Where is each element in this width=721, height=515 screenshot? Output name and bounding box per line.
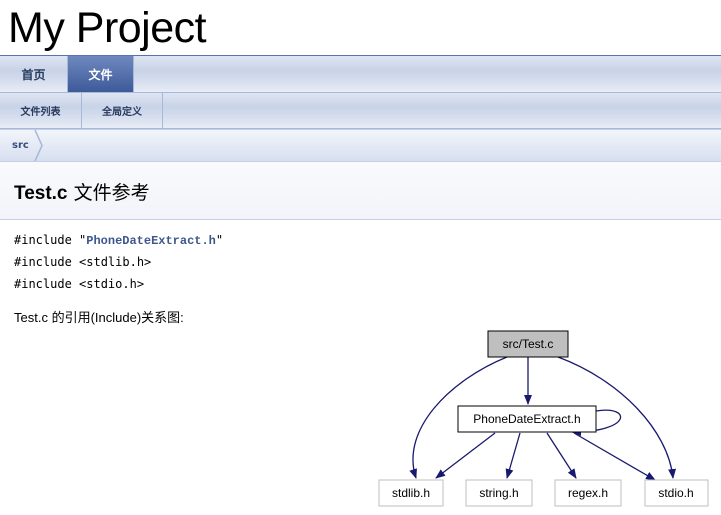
page-title-suffix: 文件参考 (73, 182, 150, 204)
include-graph-caption: Test.c 的引用(Include)关系图: (14, 310, 184, 325)
svg-text:stdlib.h: stdlib.h (392, 486, 430, 500)
node-stdio: stdio.h (644, 479, 709, 507)
page-title: Test.c 文件参考 (14, 178, 150, 205)
breadcrumb: src (0, 129, 721, 162)
node-regex: regex.h (554, 479, 622, 507)
tab-file-list[interactable]: 文件列表 (0, 93, 82, 128)
edge-phone-to-stdlib (435, 432, 496, 479)
svg-text:src/Test.c: src/Test.c (503, 337, 554, 351)
sub-nav: 文件列表 全局定义 (0, 93, 721, 129)
node-phonedateextract[interactable]: PhoneDateExtract.h (457, 405, 597, 433)
svg-text:stdio.h: stdio.h (658, 486, 693, 500)
page-title-file: Test.c (14, 183, 68, 204)
page-header: Test.c 文件参考 (0, 162, 721, 220)
edge-phone-to-string (505, 432, 521, 479)
project-name: My Project (8, 4, 207, 52)
include-line: #include <stdlib.h> (14, 255, 152, 269)
svg-text:PhoneDateExtract.h: PhoneDateExtract.h (473, 412, 580, 426)
tab-files[interactable]: 文件 (68, 56, 134, 92)
node-stdlib: stdlib.h (378, 479, 444, 507)
tab-home[interactable]: 首页 (0, 56, 68, 92)
main-nav: 首页 文件 (0, 56, 721, 93)
node-root: src/Test.c (487, 330, 569, 358)
svg-text:string.h: string.h (479, 486, 518, 500)
edge-root-to-stdlib (409, 356, 508, 479)
include-line: #include <stdio.h> (14, 277, 145, 291)
svg-text:regex.h: regex.h (568, 486, 608, 500)
tab-globals[interactable]: 全局定义 (82, 93, 163, 128)
include-line: #include "PhoneDateExtract.h" (14, 233, 224, 248)
edge-phone-to-regex (546, 432, 577, 479)
node-string: string.h (465, 479, 533, 507)
edge-phone-to-stdio (573, 432, 656, 481)
breadcrumb-separator-icon (34, 130, 43, 161)
title-area: My Project (0, 0, 721, 56)
edge-root-to-stdio (557, 356, 677, 479)
include-link-phonedateextract[interactable]: PhoneDateExtract.h (86, 234, 216, 248)
breadcrumb-item-src[interactable]: src (12, 140, 29, 151)
